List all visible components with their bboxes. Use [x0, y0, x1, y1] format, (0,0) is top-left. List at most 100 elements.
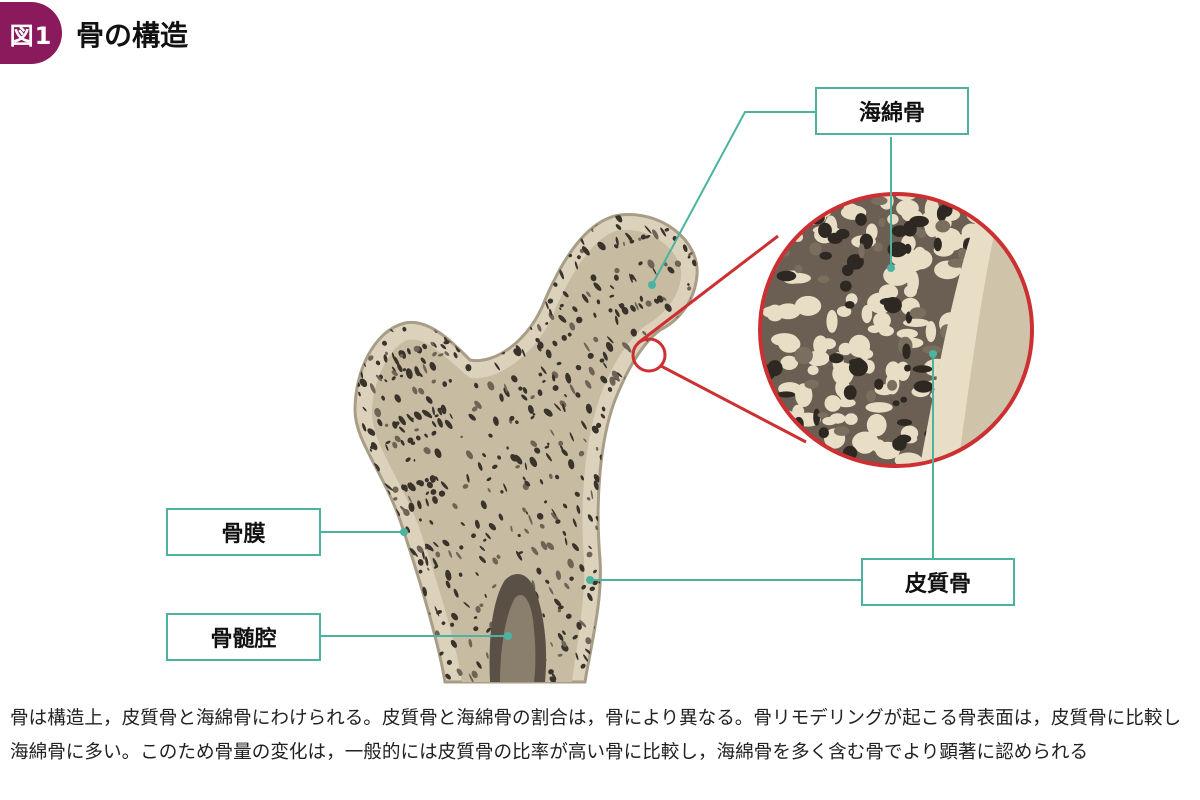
- trabecula: [397, 363, 403, 373]
- trabecula: [551, 374, 556, 382]
- trabecula: [599, 358, 605, 363]
- trabecula: [562, 403, 566, 413]
- trabecula: [581, 293, 589, 303]
- marrow-space: [841, 264, 854, 276]
- trabecular-strut: [836, 398, 856, 408]
- trabecula: [484, 593, 487, 599]
- trabecula: [663, 454, 667, 458]
- trabecula: [628, 606, 632, 613]
- trabecula: [427, 567, 430, 571]
- trabecula: [403, 574, 407, 579]
- trabecula: [692, 427, 695, 437]
- trabecula: [366, 533, 373, 540]
- trabecula: [361, 423, 367, 432]
- trabecula: [515, 550, 523, 561]
- trabecula: [499, 393, 504, 402]
- trabecula: [637, 672, 642, 682]
- trabecula: [506, 278, 512, 288]
- trabecula: [426, 481, 433, 489]
- trabecula: [619, 643, 626, 652]
- trabecula: [367, 242, 374, 250]
- trabecula: [515, 420, 519, 425]
- marrow-space: [817, 275, 830, 284]
- marrow-space: [858, 243, 865, 259]
- trabecula: [465, 214, 472, 221]
- trabecula: [421, 409, 430, 417]
- trabecula: [509, 415, 515, 421]
- trabecula: [418, 387, 425, 395]
- trabecula: [421, 614, 426, 620]
- trabecula: [414, 281, 417, 284]
- trabecula: [600, 513, 605, 518]
- trabecula: [639, 295, 644, 302]
- trabecular-strut: [866, 413, 887, 437]
- trabecula: [616, 509, 625, 518]
- trabecula: [657, 497, 662, 506]
- trabecula: [374, 284, 381, 294]
- trabecula: [592, 580, 598, 586]
- trabecula: [365, 513, 370, 518]
- trabecula: [640, 234, 646, 240]
- trabecula: [580, 475, 584, 481]
- trabecula: [607, 555, 611, 559]
- trabecula: [588, 366, 595, 376]
- trabecula: [547, 298, 554, 304]
- trabecula: [558, 440, 564, 446]
- trabecula: [398, 580, 402, 584]
- trabecula: [593, 336, 599, 343]
- trabecula: [679, 449, 684, 457]
- trabecula: [648, 434, 654, 440]
- trabecula: [536, 344, 542, 352]
- trabecular-strut: [826, 309, 838, 333]
- trabecula: [382, 309, 387, 318]
- trabecula: [412, 616, 415, 621]
- trabecular-strut: [878, 284, 899, 301]
- trabecula: [593, 474, 601, 483]
- trabecula: [531, 546, 539, 556]
- trabecula: [500, 243, 508, 252]
- trabecula: [670, 627, 677, 634]
- trabecula: [569, 322, 576, 331]
- trabecular-strut: [977, 194, 993, 208]
- trabecula: [664, 398, 669, 404]
- trabecula: [390, 287, 394, 292]
- trabecula: [368, 355, 374, 361]
- trabecula: [579, 564, 585, 572]
- trabecula: [670, 328, 676, 336]
- trabecula: [511, 254, 519, 264]
- trabecula: [659, 495, 668, 504]
- trabecula: [384, 304, 391, 312]
- trabecula: [598, 581, 601, 584]
- marrow-space: [866, 390, 876, 403]
- trabecula: [511, 320, 515, 327]
- trabecula: [520, 259, 525, 269]
- trabecula: [616, 372, 623, 378]
- marrow-space: [818, 222, 832, 238]
- trabecula: [653, 428, 659, 436]
- trabecula: [540, 366, 547, 375]
- marrow-space: [972, 444, 991, 458]
- trabecula: [559, 303, 564, 308]
- trabecula: [414, 620, 419, 627]
- trabecula: [417, 627, 423, 633]
- marrow-space: [969, 197, 983, 213]
- trabecula: [391, 370, 398, 377]
- trabecula: [433, 475, 437, 480]
- trabecula: [364, 228, 372, 236]
- trabecula: [545, 274, 550, 278]
- trabecula: [441, 256, 444, 267]
- trabecula: [395, 620, 401, 627]
- trabecula: [383, 354, 388, 363]
- trabecula: [370, 445, 375, 450]
- trabecula: [662, 399, 667, 406]
- trabecula: [515, 249, 525, 259]
- trabecula: [601, 406, 606, 412]
- trabecular-strut: [861, 305, 873, 324]
- trabecula: [566, 232, 571, 241]
- trabecula: [448, 378, 452, 383]
- trabecula: [659, 566, 663, 570]
- trabecula: [602, 351, 608, 361]
- trabecula: [600, 413, 606, 419]
- trabecula: [559, 307, 562, 311]
- trabecula: [478, 253, 483, 257]
